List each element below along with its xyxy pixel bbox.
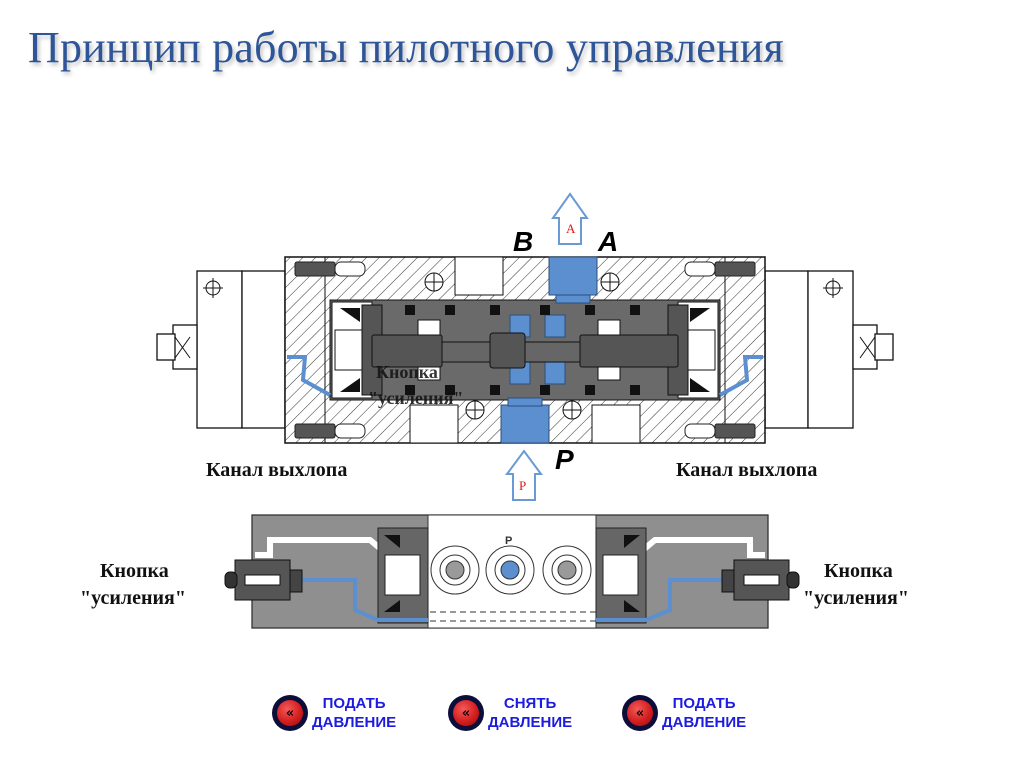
- exhaust-label-left: Канал выхлопа: [206, 459, 347, 481]
- boost-label-right-line1: Кнопка: [824, 560, 893, 582]
- outflow-arrow-icon: A: [551, 192, 589, 245]
- rewind-icon: «: [448, 695, 484, 731]
- apply-pressure-button-1[interactable]: « ПОДАТЬ ДАВЛЕНИЕ: [272, 694, 396, 732]
- port-a-label: A: [597, 226, 618, 257]
- inflow-arrow-icon: P: [505, 449, 543, 501]
- overlay-label-line1: Кнопка: [376, 362, 438, 382]
- port-circle-left: [430, 545, 480, 595]
- crosshair-icon: [203, 278, 223, 298]
- exhaust-port-left: [409, 404, 459, 444]
- apply-pressure-button-2[interactable]: « ПОДАТЬ ДАВЛЕНИЕ: [622, 694, 746, 732]
- boost-button-left-mechanism[interactable]: [224, 559, 303, 601]
- spool: [371, 332, 679, 369]
- svg-text:A: A: [566, 221, 576, 236]
- port-b: [454, 256, 504, 296]
- right-pilot-housing: [764, 270, 894, 429]
- port-p: [500, 404, 550, 444]
- port-circle-p: [485, 545, 535, 595]
- boost-label-right-line2: "усиления": [803, 587, 909, 609]
- button-label-line1: СНЯТЬ: [503, 695, 557, 712]
- crosshair-icon: [823, 278, 843, 298]
- exhaust-port-right: [591, 404, 641, 444]
- boost-label-left-line1: Кнопка: [100, 560, 169, 582]
- svg-text:P: P: [519, 478, 526, 493]
- boost-label-left-line2: "усиления": [80, 587, 186, 609]
- port-b-label: B: [513, 226, 533, 257]
- button-label-line1: ПОДАТЬ: [672, 695, 736, 712]
- port-p-label: P: [555, 444, 574, 475]
- page-title: Принцип работы пилотного управления: [28, 23, 784, 72]
- rewind-icon: «: [272, 695, 308, 731]
- rewind-icon: «: [622, 695, 658, 731]
- port-p-small-label: P: [505, 535, 512, 547]
- overlay-label-line2: "усиления": [368, 388, 463, 408]
- port-a: [548, 256, 598, 296]
- valve-cross-section: B A P A P Кнопка "усиления" Канал выхлоп…: [156, 192, 894, 501]
- button-label-line2: ДАВЛЕНИЕ: [312, 714, 397, 731]
- button-label-line1: ПОДАТЬ: [322, 695, 386, 712]
- button-label-line2: ДАВЛЕНИЕ: [488, 714, 573, 731]
- pilot-plate-diagram: P Кнопка "усиления" Кнопка "усиления": [80, 514, 909, 629]
- left-pilot-housing: [156, 270, 286, 429]
- exhaust-label-right: Канал выхлопа: [676, 459, 817, 481]
- port-circle-right: [542, 545, 592, 595]
- release-pressure-button[interactable]: « СНЯТЬ ДАВЛЕНИЕ: [448, 694, 572, 732]
- button-label-line2: ДАВЛЕНИЕ: [662, 714, 747, 731]
- boost-button-right-mechanism[interactable]: [721, 559, 800, 601]
